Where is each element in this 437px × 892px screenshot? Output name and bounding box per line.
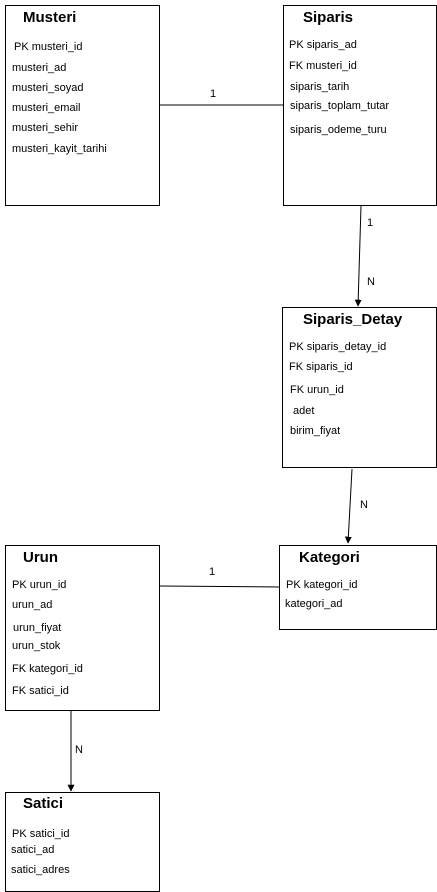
entity-title: Satici: [23, 795, 64, 812]
attribute: siparis_odeme_turu: [290, 124, 387, 136]
attribute: PK musteri_id: [14, 41, 83, 53]
attribute: FK kategori_id: [12, 663, 83, 675]
attribute: PK siparis_ad: [289, 39, 357, 51]
attribute: musteri_kayit_tarihi: [12, 143, 107, 155]
siparis-detay-cardinality-n: N: [367, 276, 375, 288]
siparis-siparis-detay-line: [354, 205, 362, 307]
attribute: adet: [293, 405, 315, 417]
attribute: urun_ad: [12, 599, 53, 611]
attribute: PK urun_id: [12, 579, 67, 591]
detay-kategori-cardinality-n: N: [360, 499, 368, 511]
attribute: kategori_ad: [285, 598, 343, 610]
attribute: PK satici_id: [12, 828, 70, 840]
attribute: musteri_soyad: [12, 82, 84, 94]
urun-satici-cardinality-n: N: [75, 744, 83, 756]
attribute: musteri_email: [12, 102, 81, 114]
entity-title: Kategori: [299, 549, 360, 566]
attribute: musteri_sehir: [12, 122, 79, 134]
entity-siparis-detay[interactable]: Siparis_Detay PK siparis_detay_id FK sip…: [282, 307, 437, 468]
entity-title: Siparis_Detay: [303, 311, 403, 328]
urun-kategori-line: [158, 585, 280, 588]
attribute: FK urun_id: [290, 384, 344, 396]
attribute: urun_stok: [12, 640, 61, 652]
attribute: siparis_tarih: [290, 81, 350, 93]
entity-kategori[interactable]: Kategori PK kategori_id kategori_ad: [279, 545, 437, 630]
urun-kategori-cardinality: 1: [209, 566, 216, 578]
entity-title: Urun: [23, 549, 58, 566]
entity-urun[interactable]: Urun PK urun_id urun_ad urun_fiyat urun_…: [5, 545, 160, 711]
attribute: satici_adres: [11, 864, 70, 876]
attribute: FK siparis_id: [289, 361, 353, 373]
attribute: FK satici_id: [12, 685, 69, 697]
attribute: siparis_toplam_tutar: [290, 100, 390, 112]
attribute: musteri_ad: [12, 62, 67, 74]
attribute: FK musteri_id: [289, 60, 357, 72]
entity-title: Siparis: [303, 9, 354, 26]
attribute: urun_fiyat: [13, 622, 62, 634]
musteri-siparis-cardinality: 1: [210, 88, 217, 100]
entity-satici[interactable]: Satici PK satici_id satici_ad satici_adr…: [5, 792, 160, 892]
attribute: PK kategori_id: [286, 579, 358, 591]
entity-title: Musteri: [23, 9, 77, 26]
entity-musteri[interactable]: Musteri PK musteri_id musteri_ad musteri…: [5, 5, 160, 206]
attribute: birim_fiyat: [290, 425, 341, 437]
entity-siparis[interactable]: Siparis PK siparis_ad FK musteri_id sipa…: [283, 5, 437, 206]
siparis-detay-kategori-line: [344, 468, 353, 544]
attribute: satici_ad: [11, 844, 55, 856]
siparis-cardinality-1: 1: [367, 217, 374, 229]
attribute: PK siparis_detay_id: [289, 341, 387, 353]
